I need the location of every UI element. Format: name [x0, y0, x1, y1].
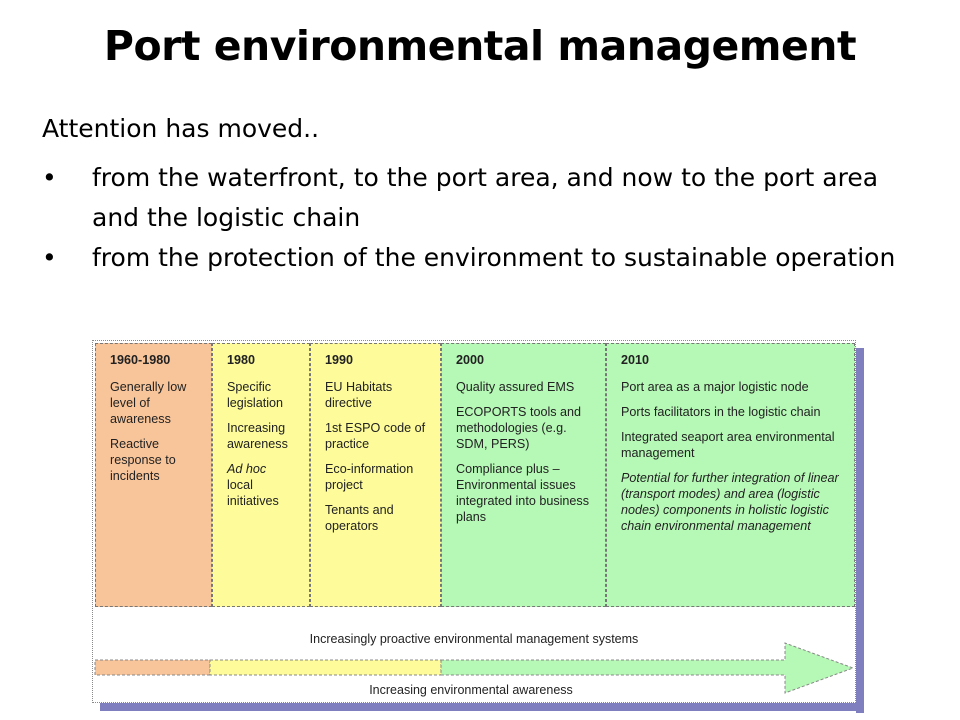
column-item: Tenants and operators — [325, 503, 394, 533]
arrow-segment-orange — [94, 659, 211, 676]
arrow-segment-yellow — [209, 659, 442, 676]
column-item: Quality assured EMS — [456, 380, 575, 394]
slide-title: Port environmental management — [103, 22, 857, 70]
column-year: 1990 — [325, 353, 354, 367]
timeline-column-2000: 2000 Quality assured EMS ECOPORTS tools … — [441, 343, 606, 607]
column-item: Increasing awareness — [227, 421, 288, 451]
column-item: Port area as a major logistic node — [621, 380, 809, 394]
column-item: Specific legislation — [227, 380, 284, 410]
column-item: Compliance plus – Environmental issues i… — [456, 462, 590, 524]
timeline-column-1990: 1990 EU Habitats directive 1st ESPO code… — [310, 343, 441, 607]
diagram-shadow-right — [856, 348, 864, 713]
column-item: Integrated seaport area environmental ma… — [621, 430, 835, 460]
column-item: Generally low level of awareness — [110, 380, 187, 426]
timeline-column-1960-1980: 1960-1980 Generally low level of awarene… — [95, 343, 212, 607]
timeline-column-2010: 2010 Port area as a major logistic node … — [606, 343, 855, 607]
column-year: 2000 — [456, 353, 485, 367]
timeline-column-1980: 1980 Specific legislation Increasing awa… — [212, 343, 310, 607]
arrow-head-green — [440, 642, 855, 694]
column-item: Ad hoc local initiatives — [227, 461, 301, 509]
arrow-top-label: Increasingly proactive environmental man… — [309, 632, 639, 646]
bullet-text: from the protection of the environment t… — [92, 243, 896, 272]
column-item: 1st ESPO code of practice — [325, 421, 426, 451]
diagram-panel: 1960-1980 Generally low level of awarene… — [92, 340, 856, 703]
column-item: Reactive response to incidents — [110, 437, 176, 483]
intro-text: Attention has moved.. — [42, 114, 320, 143]
bullet-dot-icon: • — [42, 163, 57, 192]
column-item: Eco-information project — [325, 462, 414, 492]
column-item-text: local initiatives — [227, 478, 279, 508]
italic-prefix: Ad hoc — [227, 462, 267, 476]
column-year: 2010 — [621, 353, 650, 367]
column-item-italic: Potential for further integration of lin… — [621, 471, 839, 533]
bullet-item: • from the waterfront, to the port area,… — [42, 158, 922, 238]
bullet-list: • from the waterfront, to the port area,… — [42, 158, 922, 278]
bullet-item: • from the protection of the environment… — [42, 238, 922, 278]
timeline-diagram: 1960-1980 Generally low level of awarene… — [92, 340, 870, 715]
arrow-bottom-label: Increasing environmental awareness — [369, 683, 573, 697]
column-item: ECOPORTS tools and methodologies (e.g. S… — [456, 405, 582, 451]
awareness-arrow-icon — [94, 642, 855, 694]
column-year: 1960-1980 — [110, 353, 171, 367]
bullet-dot-icon: • — [42, 243, 57, 272]
diagram-shadow-bottom — [100, 703, 864, 711]
bullet-text: from the waterfront, to the port area, a… — [92, 163, 879, 232]
column-item: Ports facilitators in the logistic chain — [621, 405, 821, 419]
column-year: 1980 — [227, 353, 256, 367]
column-item: EU Habitats directive — [325, 380, 393, 410]
